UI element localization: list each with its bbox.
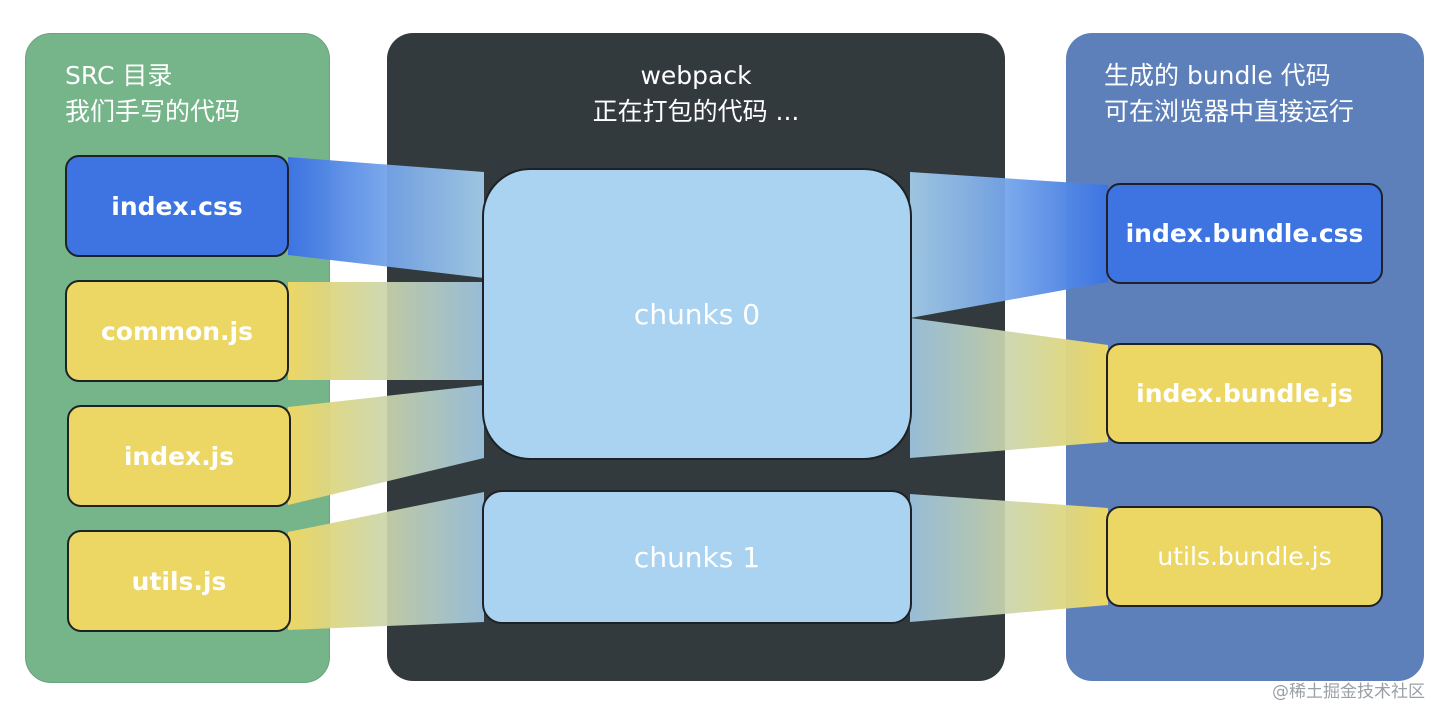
- watermark: @稀土掘金技术社区: [1272, 682, 1425, 702]
- src-file-index-css: index.css: [65, 155, 289, 257]
- webpack-panel-title: webpack 正在打包的代码 ...: [387, 58, 1005, 130]
- flow-utils-js-to-chunk1: [288, 492, 484, 630]
- src-file-utils-js: utils.js: [67, 530, 291, 632]
- bundle-title-line2: 可在浏览器中直接运行: [1104, 97, 1355, 126]
- bundle-file-index-js: index.bundle.js: [1106, 343, 1383, 444]
- bundle-file-utils-js: utils.bundle.js: [1106, 506, 1383, 607]
- flow-chunk1-to-utils-bundle-js: [910, 494, 1108, 622]
- flow-common-js-to-chunk0: [288, 282, 484, 380]
- flow-index-js-to-chunk0: [288, 385, 484, 505]
- webpack-title-line1: webpack: [640, 61, 752, 90]
- src-title-line1: SRC 目录: [65, 61, 173, 90]
- src-title-line2: 我们手写的代码: [65, 97, 241, 126]
- webpack-title-line2: 正在打包的代码 ...: [592, 97, 800, 126]
- src-file-index-js: index.js: [67, 405, 291, 507]
- bundle-file-index-css: index.bundle.css: [1106, 183, 1383, 284]
- flow-chunk0-to-index-bundle-js: [910, 318, 1108, 458]
- flow-chunk0-to-index-bundle-css: [910, 172, 1108, 318]
- src-file-common-js: common.js: [65, 280, 289, 382]
- chunk-1: chunks 1: [482, 490, 912, 624]
- flow-index-css-to-chunk0: [288, 157, 484, 278]
- chunk-0: chunks 0: [482, 168, 912, 460]
- bundle-panel-title: 生成的 bundle 代码 可在浏览器中直接运行: [1104, 58, 1354, 130]
- src-panel-title: SRC 目录 我们手写的代码: [65, 58, 240, 130]
- bundle-title-line1: 生成的 bundle 代码: [1104, 61, 1331, 90]
